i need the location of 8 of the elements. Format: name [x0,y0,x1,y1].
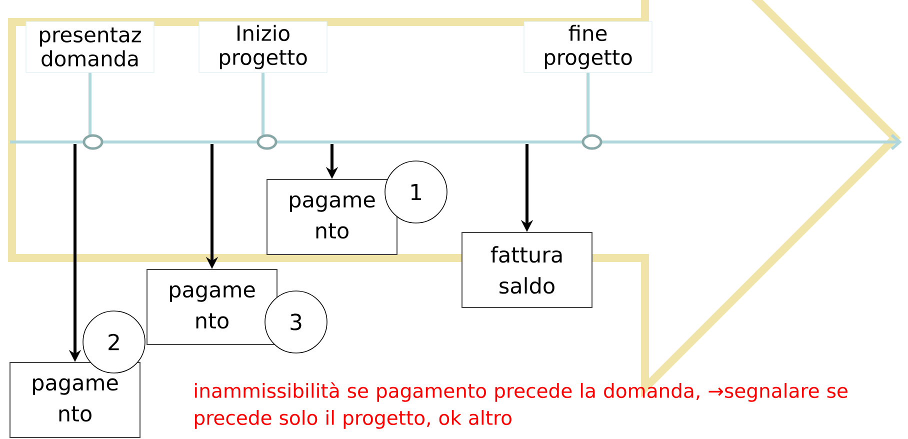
note-text: inammissibilità se pagamento precede la domanda, →segnalare se precede solo il progetto, ok altro [194,382,848,429]
event-label: presentaz domanda [26,21,154,73]
event-label: Inizio progetto [198,21,328,73]
leader-line [586,72,590,136]
leader-line [88,72,92,136]
leader-line [262,72,264,136]
event-label: fine progetto [524,21,652,73]
event-box: fattura saldo [462,232,592,308]
